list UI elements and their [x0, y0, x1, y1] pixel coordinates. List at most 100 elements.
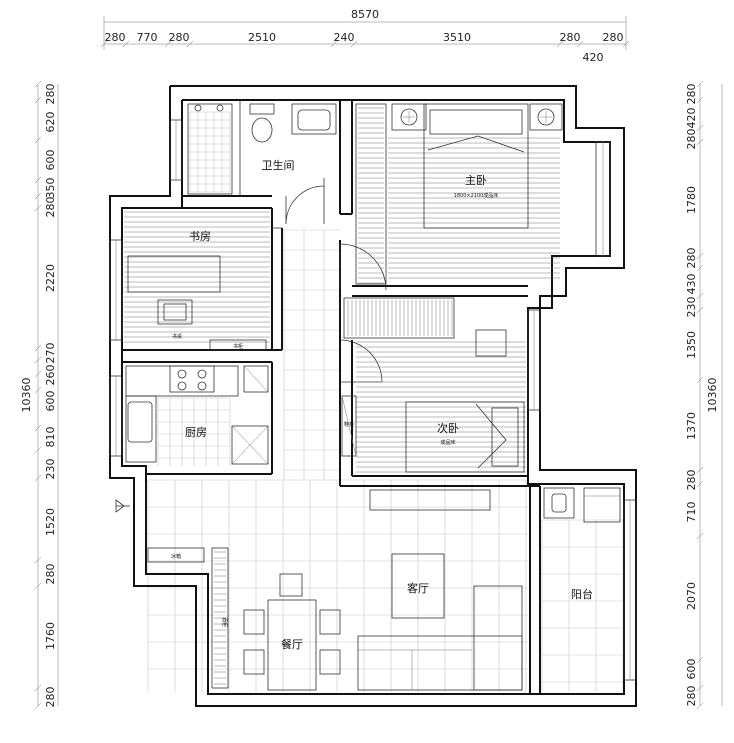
dimension-tick: [696, 292, 704, 300]
balcony: 阳台: [543, 487, 621, 601]
nightstand-left: [391, 103, 427, 131]
dimension-tick: [696, 306, 704, 314]
left-dim-7: 270: [44, 343, 57, 364]
kitchen-counter-side: [125, 395, 157, 463]
entrance-arrow: [115, 499, 130, 513]
dining-chair: [243, 609, 265, 635]
dimension-tick: [34, 582, 42, 590]
right-dim-3: 280: [685, 129, 698, 150]
right-dim-1: 280: [685, 84, 698, 105]
dimension-tick: [696, 96, 704, 104]
fridge-cabinet: [147, 547, 205, 563]
master-bed-note: 1800×2100成品床: [454, 192, 499, 199]
living-dining: 客厅 餐厅 冰箱 酒柜: [147, 489, 523, 691]
left-dim-14: 1760: [44, 622, 57, 650]
left-dim-2: 620: [44, 112, 57, 133]
bathroom: 卫生间: [187, 100, 337, 196]
wine-cabinet-label: 酒柜: [221, 617, 228, 627]
top-sub-dim: 420: [583, 51, 604, 64]
top-dim-5: 240: [334, 31, 355, 44]
living-room-label: 客厅: [407, 581, 429, 595]
dimension-tick: [696, 684, 704, 692]
top-dim-6: 3510: [443, 31, 471, 44]
sofa-chaise: [473, 585, 523, 691]
left-dim-6: 2220: [44, 264, 57, 292]
total-width-label: 8570: [351, 8, 379, 21]
sofa: [357, 635, 523, 691]
left-dim-12: 1520: [44, 508, 57, 536]
dimension-tick: [350, 40, 358, 48]
dimension-tick: [186, 40, 194, 48]
right-dim-14: 280: [685, 686, 698, 707]
left-dim-11: 230: [44, 459, 57, 480]
study-chair: [157, 299, 193, 325]
kitchen-sink-icon: [127, 401, 153, 443]
dimension-tick: [34, 192, 42, 200]
dimension-tick: [34, 556, 42, 564]
tv-cabinet: [369, 489, 491, 511]
second-nightstand: [475, 329, 507, 357]
toilet-icon: [251, 117, 273, 143]
master-bed: [423, 103, 529, 229]
dimension-tick: [696, 532, 704, 540]
dimension-tick: [164, 40, 172, 48]
second-bedroom-label: 次卧: [437, 421, 459, 435]
dimension-tick: [696, 480, 704, 488]
dimension-tick: [122, 40, 130, 48]
dining-chair: [319, 649, 341, 675]
left-total-label: 10360: [20, 378, 33, 413]
stove-icon: [169, 365, 215, 393]
left-dim-9: 600: [44, 391, 57, 412]
washing-machine: [583, 487, 621, 523]
shoe-cabinet: [341, 395, 357, 457]
top-dim-4: 2510: [248, 31, 276, 44]
kitchen: 厨房: [125, 365, 269, 466]
doors: [272, 178, 387, 383]
right-dim-2: 420: [685, 108, 698, 129]
dimension-tick: [696, 702, 704, 710]
dimension-tick: [34, 356, 42, 364]
study-label: 书房: [189, 230, 211, 243]
dining-room-label: 餐厅: [281, 637, 303, 651]
left-dim-15: 280: [44, 687, 57, 708]
dimension-tick: [696, 264, 704, 272]
dining-chair: [243, 649, 265, 675]
balcony-label: 阳台: [571, 587, 593, 601]
fridge-label: 冰箱: [171, 553, 181, 560]
master-bedroom: 主卧 1800×2100成品床: [355, 103, 563, 285]
dimension-tick: [100, 40, 108, 48]
dimension-tick: [696, 252, 704, 260]
right-dim-13: 600: [685, 659, 698, 680]
left-dim-8: 260: [44, 365, 57, 386]
right-dim-7: 230: [685, 297, 698, 318]
kitchen-counter-top: [125, 365, 239, 397]
dimension-tick: [696, 656, 704, 664]
shoe-cabinet-label: 鞋柜: [344, 421, 354, 428]
dimension-tick: [34, 344, 42, 352]
right-dim-4: 1780: [685, 186, 698, 214]
second-bed-note: 成品床: [440, 439, 455, 446]
dimension-tick: [34, 702, 42, 710]
top-dim-7: 280: [560, 31, 581, 44]
dimension-tick: [34, 684, 42, 692]
study-shelf: [209, 339, 267, 351]
master-bedroom-label: 主卧: [465, 174, 487, 187]
dimension-tick: [34, 80, 42, 88]
bathroom-label: 卫生间: [262, 158, 295, 172]
right-dim-11: 710: [685, 502, 698, 523]
top-dim-2: 770: [137, 31, 158, 44]
right-total-label: 10360: [706, 378, 719, 413]
dimension-tick: [34, 386, 42, 394]
study-desk: [127, 255, 221, 293]
dining-chair: [279, 573, 303, 597]
dimension-tick: [34, 176, 42, 184]
right-dim-10: 280: [685, 470, 698, 491]
study-desk-label: 书桌: [172, 333, 182, 340]
wine-cabinet: [211, 547, 229, 689]
left-dim-3: 600: [44, 150, 57, 171]
dimension-tick: [556, 40, 564, 48]
sink-icon: [291, 103, 337, 135]
left-dim-13: 280: [44, 564, 57, 585]
top-dimension-chain: 8570 280 770 280 2510 240 3510 280 280 4…: [100, 8, 630, 64]
